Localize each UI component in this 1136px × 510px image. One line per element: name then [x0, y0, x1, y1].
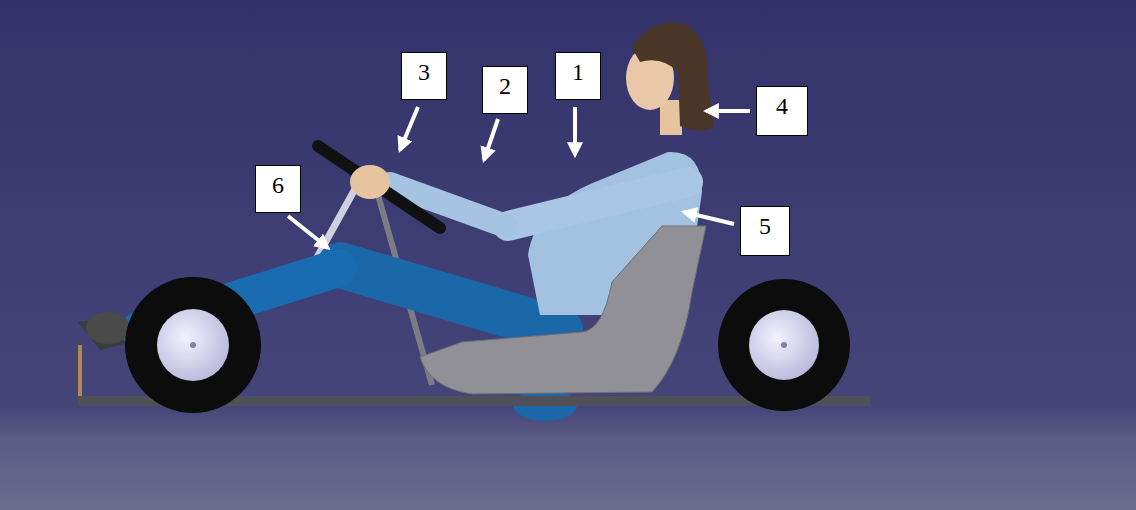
- front-axle: [190, 342, 196, 348]
- rear-hub: [749, 310, 819, 380]
- seat: [420, 226, 706, 394]
- hair: [632, 22, 714, 130]
- footrest-rod: [78, 345, 82, 400]
- leader-arrow: [573, 107, 577, 155]
- callout-number: 3: [401, 52, 447, 100]
- hand: [350, 165, 390, 199]
- steering-wheel: [318, 146, 440, 228]
- upper-arm: [508, 182, 688, 226]
- shoe: [86, 312, 130, 344]
- callout-number: 2: [482, 66, 528, 114]
- leader-arrow: [706, 109, 750, 113]
- rear-wheel: [718, 279, 850, 411]
- front-hub: [157, 309, 229, 381]
- callout-number: 4: [756, 86, 808, 136]
- neck: [660, 100, 682, 135]
- front-wheel: [125, 277, 261, 413]
- callout-number: 6: [255, 165, 301, 213]
- leader-arrow: [484, 119, 498, 160]
- leader-arrow: [288, 216, 328, 248]
- thigh: [340, 265, 560, 330]
- leader-arrow: [400, 107, 418, 150]
- callout-number: 5: [740, 206, 790, 256]
- leader-arrow: [684, 212, 734, 224]
- callout-number: 1: [555, 52, 601, 100]
- rear-axle: [781, 342, 787, 348]
